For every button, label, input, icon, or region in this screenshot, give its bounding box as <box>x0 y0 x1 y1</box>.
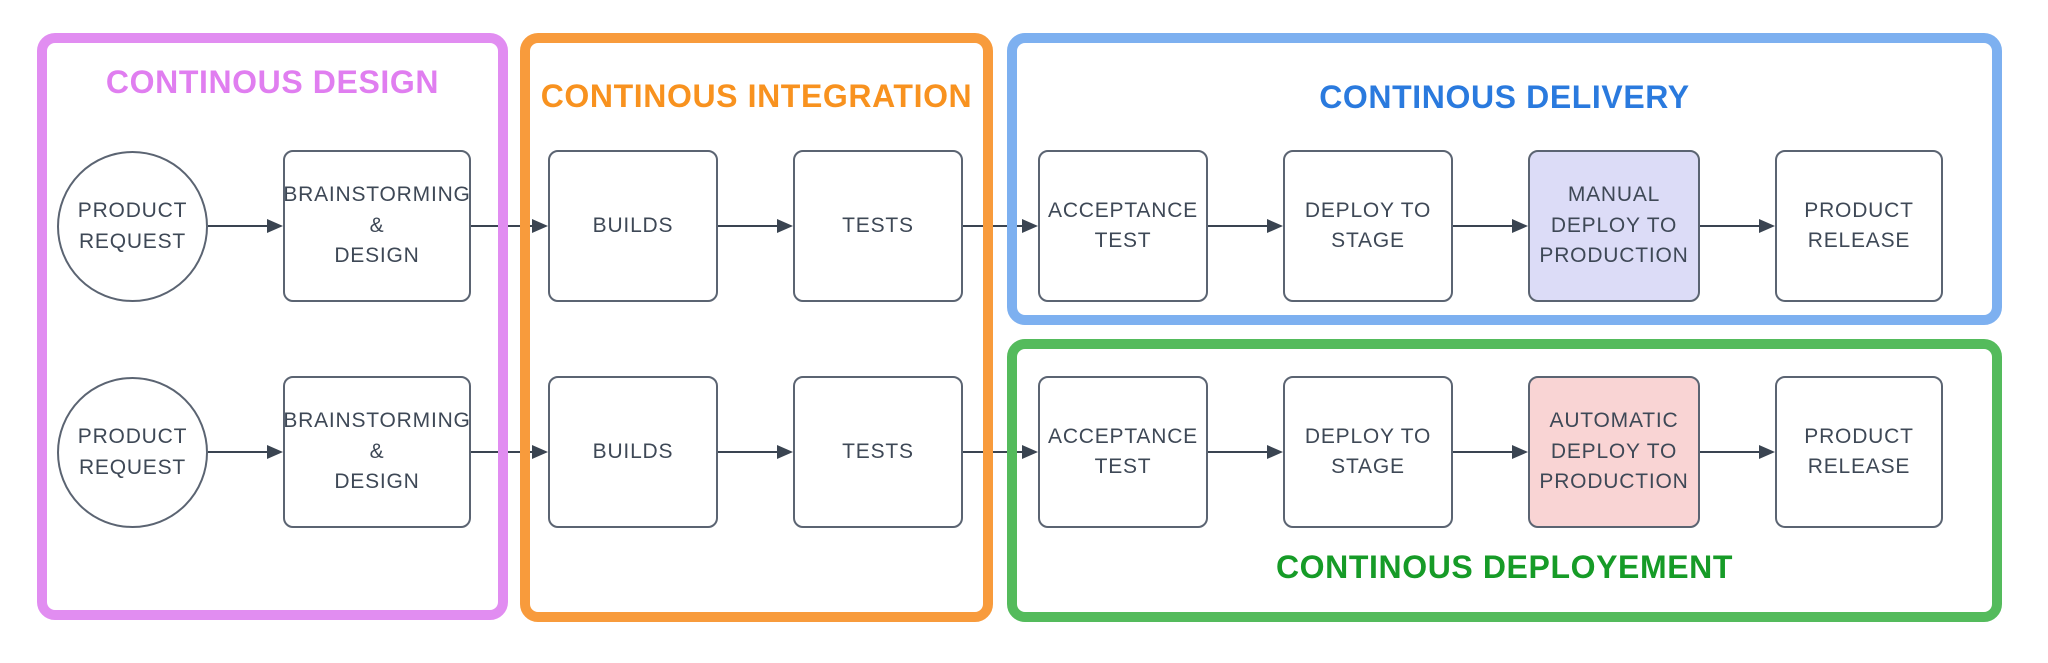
arrow-acceptance-to-stage-row2 <box>1208 445 1283 459</box>
node-label: ACCEPTANCE TEST <box>1048 424 1198 478</box>
node-label: TESTS <box>842 439 914 463</box>
node-label: BRAINSTORMING & DESIGN <box>283 409 471 494</box>
node-builds-row2: BUILDS <box>548 376 718 528</box>
node-product-request-row1: PRODUCT REQUEST <box>57 151 208 302</box>
arrow-brainstorming-to-builds-row2 <box>471 445 548 459</box>
group-title-continuous-delivery: CONTINOUS DELIVERY <box>1319 79 1690 115</box>
node-label: BUILDS <box>592 439 674 463</box>
node-label: BUILDS <box>592 213 674 237</box>
node-label: ACCEPTANCE TEST <box>1048 198 1198 252</box>
node-label: AUTOMATIC DEPLOY TO PRODUCTION <box>1539 409 1689 494</box>
arrow-manual-deploy-to-release <box>1700 219 1775 233</box>
node-product-release-row1: PRODUCT RELEASE <box>1775 150 1943 302</box>
arrow-tests-to-acceptance-row1 <box>963 219 1038 233</box>
arrow-automatic-deploy-to-release <box>1700 445 1775 459</box>
arrow-acceptance-to-stage-row1 <box>1208 219 1283 233</box>
node-label: MANUAL DEPLOY TO PRODUCTION <box>1539 183 1689 268</box>
node-manual-deploy-to-production: MANUAL DEPLOY TO PRODUCTION <box>1528 150 1700 302</box>
arrow-request-to-brainstorming-row2 <box>208 445 283 459</box>
group-continuous-design: CONTINOUS DESIGN <box>37 33 508 620</box>
arrow-stage-to-manual-deploy <box>1453 219 1528 233</box>
node-acceptance-test-row2: ACCEPTANCE TEST <box>1038 376 1208 528</box>
node-product-release-row2: PRODUCT RELEASE <box>1775 376 1943 528</box>
node-tests-row1: TESTS <box>793 150 963 302</box>
arrow-brainstorming-to-builds-row1 <box>471 219 548 233</box>
group-continuous-integration: CONTINOUS INTEGRATION <box>520 33 993 622</box>
node-label: PRODUCT REQUEST <box>77 425 188 479</box>
arrow-stage-to-automatic-deploy <box>1453 445 1528 459</box>
group-title-continuous-integration: CONTINOUS INTEGRATION <box>540 78 973 114</box>
node-label: DEPLOY TO STAGE <box>1304 198 1432 252</box>
node-label: PRODUCT REQUEST <box>77 199 188 253</box>
group-title-continuous-deployment: CONTINOUS DEPLOYEMENT <box>1275 549 1734 585</box>
group-title-continuous-design: CONTINOUS DESIGN <box>105 64 440 100</box>
node-label: PRODUCT RELEASE <box>1804 198 1914 252</box>
node-deploy-to-stage-row2: DEPLOY TO STAGE <box>1283 376 1453 528</box>
node-acceptance-test-row1: ACCEPTANCE TEST <box>1038 150 1208 302</box>
node-deploy-to-stage-row1: DEPLOY TO STAGE <box>1283 150 1453 302</box>
node-automatic-deploy-to-production: AUTOMATIC DEPLOY TO PRODUCTION <box>1528 376 1700 528</box>
node-brainstorming-design-row2: BRAINSTORMING & DESIGN <box>283 376 471 528</box>
node-builds-row1: BUILDS <box>548 150 718 302</box>
node-label: TESTS <box>842 213 914 237</box>
node-label: PRODUCT RELEASE <box>1804 424 1914 478</box>
node-brainstorming-design-row1: BRAINSTORMING & DESIGN <box>283 150 471 302</box>
node-tests-row2: TESTS <box>793 376 963 528</box>
arrow-tests-to-acceptance-row2 <box>963 445 1038 459</box>
node-product-request-row2: PRODUCT REQUEST <box>57 377 208 528</box>
node-label: BRAINSTORMING & DESIGN <box>283 183 471 268</box>
arrow-builds-to-tests-row2 <box>718 445 793 459</box>
arrow-request-to-brainstorming-row1 <box>208 219 283 233</box>
node-label: DEPLOY TO STAGE <box>1304 424 1432 478</box>
arrow-builds-to-tests-row1 <box>718 219 793 233</box>
